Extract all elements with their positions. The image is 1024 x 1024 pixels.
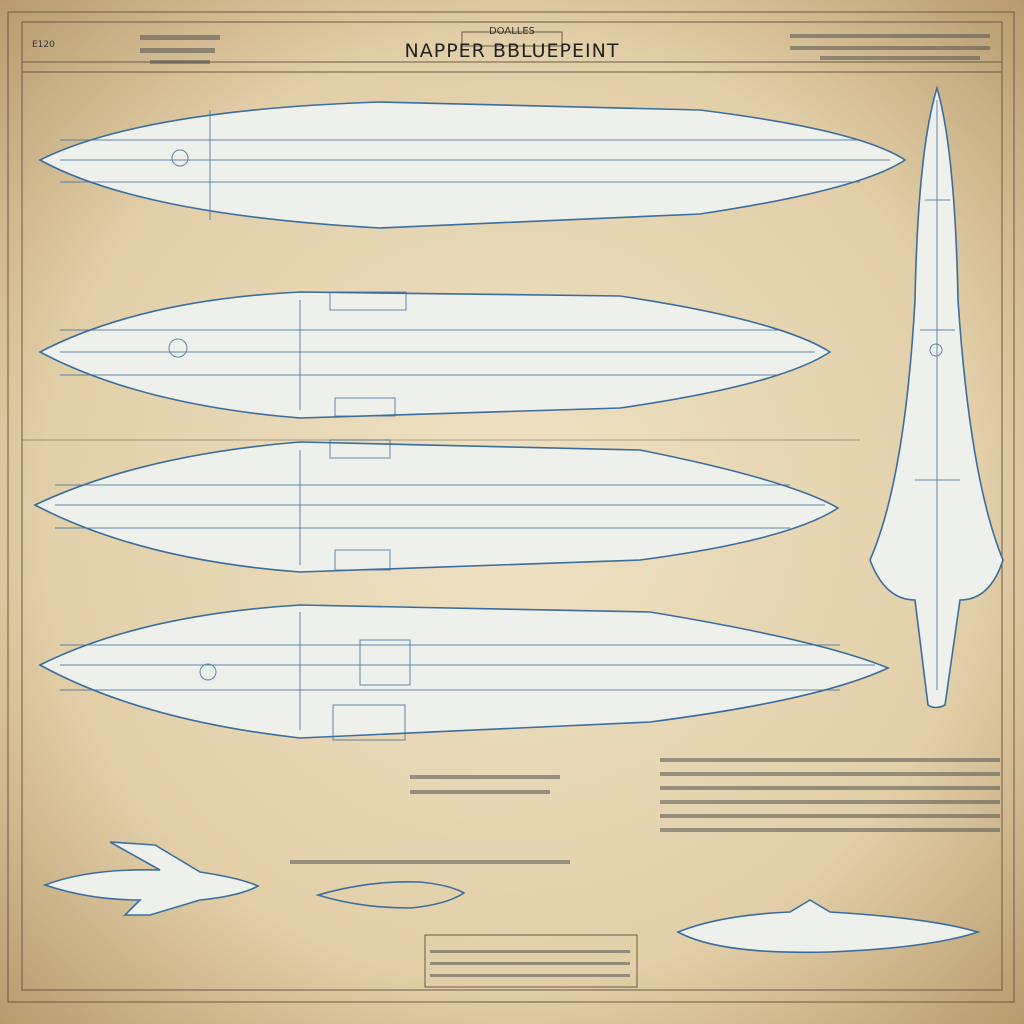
sheet-code: E120 — [32, 40, 55, 50]
drawing-title: NAPPER BBLUEPEINT — [404, 40, 620, 62]
ship-small-view — [42, 841, 260, 916]
title-block — [424, 934, 638, 988]
ship-bottom-view — [676, 899, 981, 954]
annotation-text-blocks — [140, 34, 1000, 977]
drawing-subtitle: DOALLES — [488, 26, 536, 37]
ship-outline-view — [315, 880, 466, 909]
ship-side-view-1 — [38, 101, 907, 229]
outer-frame — [7, 11, 1015, 1003]
ship-side-view-3 — [33, 441, 840, 573]
ship-side-view-4 — [38, 604, 890, 739]
title-cartouche — [461, 31, 563, 47]
ship-side-view-2 — [38, 291, 832, 419]
inner-frame — [21, 21, 1003, 991]
